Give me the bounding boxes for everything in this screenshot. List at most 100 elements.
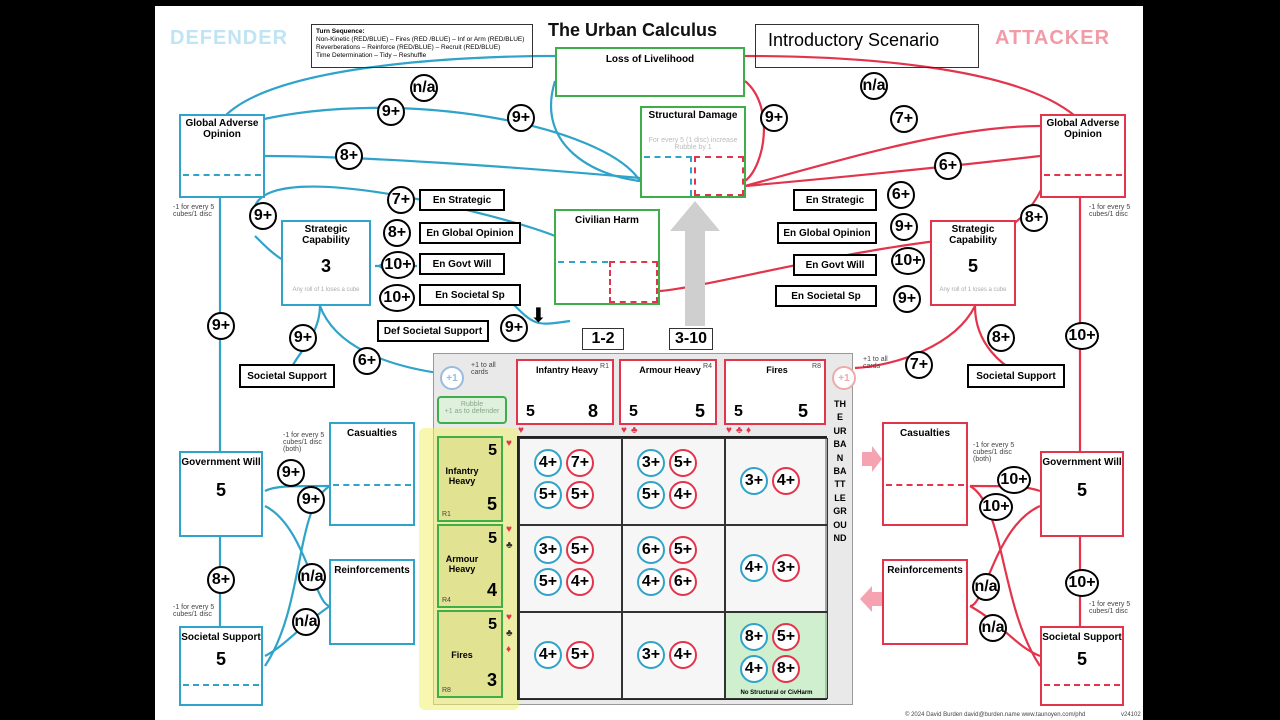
grid-cell[interactable]: 3+5+5+4+: [519, 525, 622, 612]
heart-icon: ♥: [506, 438, 512, 449]
grid-cell[interactable]: 4+7+5+5+: [519, 438, 622, 525]
roll-circle: n/a: [979, 614, 1007, 642]
att-roll-en-societal: 9+: [893, 285, 921, 313]
grid-cell[interactable]: 3+4+: [622, 612, 725, 699]
structural-damage-box: Structural Damage For every 5 (1 disc) i…: [640, 106, 746, 198]
roll-circle: 9+: [249, 202, 277, 230]
strategic-capability-label: Strategic Capability: [302, 224, 350, 246]
defender-societal-support-box: Societal Support 5: [179, 626, 263, 706]
roll-circle: 9+: [277, 459, 305, 487]
civharm-red-zone: [609, 261, 658, 303]
card-value-b: 5: [695, 401, 706, 421]
loss-of-livelihood-label: Loss of Livelihood: [605, 54, 695, 65]
attacker-roll-token: 3+: [772, 554, 800, 582]
card-name: Infantry Heavy: [445, 466, 479, 486]
roll-circle: n/a: [860, 72, 888, 100]
roll-circle: 9+: [297, 486, 325, 514]
defender-roll-token: 4+: [534, 641, 562, 669]
attacker-minus-note: -1 for every 5 cubes/1 disc: [1089, 204, 1131, 218]
club-icon: ♣: [506, 628, 513, 639]
roll-circle: 10+: [1065, 569, 1099, 597]
grid-cell[interactable]: 8+5+4+8+No Structural or CivHarm: [725, 612, 828, 699]
societal-support-label: Societal Support: [1042, 632, 1122, 643]
def-roll-en-strategic: 7+: [387, 186, 415, 214]
roll-circle: 8+: [1020, 204, 1048, 232]
defender-roll-token: 6+: [637, 536, 665, 564]
attacker-plus-all-note: +1 to all cards: [863, 356, 888, 370]
government-will-label: Government Will: [1042, 457, 1122, 468]
att-target-en-strategic: En Strategic: [793, 189, 877, 211]
defender-roll-token: 8+: [740, 623, 768, 651]
roll-circle: n/a: [298, 563, 326, 591]
attacker-card-armour[interactable]: Armour Heavy R4 5 5: [619, 359, 717, 425]
government-will-label: Government Will: [181, 457, 261, 468]
roll-circle: 9+: [507, 104, 535, 132]
left-arrow-icon: [860, 586, 882, 612]
attacker-plus-one-token: +1: [832, 366, 856, 390]
defender-roll-token: 5+: [534, 568, 562, 596]
defender-roll-token: 4+: [740, 655, 768, 683]
page-title: The Urban Calculus: [548, 20, 718, 40]
defender-reinforcements-box: Reinforcements: [329, 559, 415, 645]
defender-roll-token: 3+: [637, 449, 665, 477]
defender-roll-token: 3+: [740, 467, 768, 495]
attacker-strategic-capability-box: Strategic Capability 5 Any roll of 1 los…: [930, 220, 1016, 306]
defender-card-fires[interactable]: Fires R8 5 3: [437, 610, 503, 698]
att-target-en-govt-will: En Govt Will: [793, 254, 877, 276]
attacker-roll-token: 4+: [566, 568, 594, 596]
attacker-roll-token: 5+: [566, 536, 594, 564]
reinforcements-label: Reinforcements: [334, 565, 410, 576]
card-value-b: 5: [486, 494, 497, 514]
strategic-capability-value: 5: [967, 256, 978, 276]
version-label: v24102: [1121, 712, 1141, 718]
card-name: Armour Heavy: [639, 365, 701, 375]
roll-circle: 8+: [335, 142, 363, 170]
casualties-label: Casualties: [346, 428, 398, 439]
turn-sequence-line: Non-Kinetic (RED/BLUE) – Fires (RED /BLU…: [316, 36, 525, 43]
grid-cell[interactable]: 3+5+5+4+: [622, 438, 725, 525]
attacker-roll-token: 7+: [566, 449, 594, 477]
rubble-note: +1 as to defender: [444, 408, 500, 415]
grid-cell[interactable]: 6+5+4+6+: [622, 525, 725, 612]
down-arrow-icon: ⬇: [530, 305, 547, 327]
defender-card-armour[interactable]: Armour Heavy R4 5 4: [437, 524, 503, 608]
civharm-blue-zone: [558, 261, 608, 303]
attacker-card-infantry[interactable]: Infantry Heavy R1 5 8: [516, 359, 614, 425]
att-roll-en-global: 9+: [890, 213, 918, 241]
card-value-a: 5: [734, 403, 743, 420]
attacker-card-fires[interactable]: Fires R8 5 5: [724, 359, 826, 425]
roll-circle: 9+: [500, 314, 528, 342]
grid-cell[interactable]: 4+3+: [725, 525, 828, 612]
government-will-value: 5: [1076, 480, 1087, 500]
defender-roll-token: 4+: [534, 449, 562, 477]
card-name: Fires: [766, 365, 788, 375]
strategic-capability-label: Strategic Capability: [949, 224, 997, 246]
roll-circle: 9+: [760, 104, 788, 132]
card-value-a: 5: [488, 616, 497, 633]
roll-circle: n/a: [292, 608, 320, 636]
grid-cell[interactable]: 3+4+: [725, 438, 828, 525]
attacker-societal-support-box: Societal Support 5: [1040, 626, 1124, 706]
defender-card-infantry[interactable]: Infantry Heavy R1 5 5: [437, 436, 503, 522]
attacker-roll-token: 5+: [669, 536, 697, 564]
government-will-value: 5: [215, 480, 226, 500]
attacker-government-will-box: Government Will 5: [1040, 451, 1124, 537]
societal-support-value: 5: [215, 649, 226, 669]
civilian-harm-label: Civilian Harm: [575, 215, 639, 226]
combat-grid: 4+7+5+5+3+5+5+4+3+4+3+5+5+4+6+5+4+6+4+3+…: [517, 436, 828, 700]
roll-circle: n/a: [972, 573, 1000, 601]
attacker-roll-token: 4+: [669, 641, 697, 669]
attacker-roll-token: 5+: [566, 641, 594, 669]
attacker-roll-token: 4+: [772, 467, 800, 495]
defender-roll-token: 3+: [534, 536, 562, 564]
heart-icon: ♥: [621, 425, 627, 436]
attacker-roll-token: 5+: [669, 449, 697, 477]
att-roll-en-govt: 10+: [891, 247, 925, 275]
att-target-en-global-opinion: En Global Opinion: [777, 222, 877, 244]
reinforcements-label: Reinforcements: [887, 565, 963, 576]
grid-note: No Structural or CivHarm: [740, 690, 813, 696]
roll-circle: 9+: [289, 324, 317, 352]
grid-cell[interactable]: 4+5+: [519, 612, 622, 699]
structural-red-zone: [694, 156, 744, 196]
attacker-roll-token: 8+: [772, 655, 800, 683]
